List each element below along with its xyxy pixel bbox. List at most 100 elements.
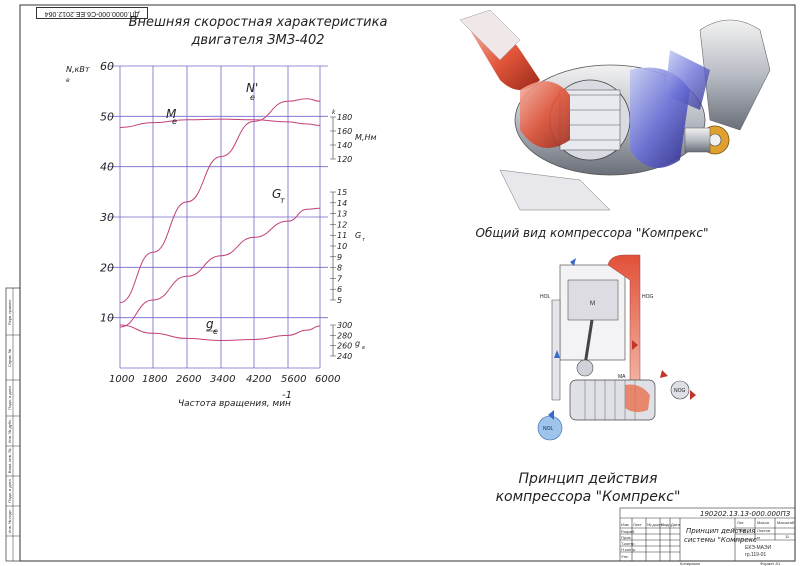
title-block-col-scale: Масштаб <box>777 520 795 525</box>
x-tick-label: 1000 <box>109 374 134 385</box>
y-tick-label-n: 30 <box>100 211 114 224</box>
title-block-role-4: Утв. <box>621 554 629 559</box>
curve-label-g-fuel: G <box>272 187 281 201</box>
curve-label-m-sub: е <box>172 117 177 126</box>
curve-label-m: M <box>166 107 177 121</box>
compressor-cutaway-illustration <box>460 10 771 211</box>
curve-label-g-specific: g <box>206 317 214 331</box>
y-axis-label-g-specific: g <box>355 339 360 348</box>
g-specific-scale-tick-label: 300 <box>337 321 352 330</box>
title-block-group2: гр.119-01 <box>745 552 766 558</box>
g-specific-scale-tick-label: 260 <box>337 342 352 351</box>
g-fuel-scale-tick-label: 12 <box>337 220 347 229</box>
title-block-name-line1: Принцип действия <box>686 527 755 535</box>
title-block-col-mass: Масса <box>757 520 770 525</box>
side-stamp-label: Подп. и дата <box>7 478 12 502</box>
y-axis-sub-g-specific: е <box>362 345 365 351</box>
diagram-label-hog: HOG <box>642 294 654 300</box>
x-tick-label: 6000 <box>315 374 340 385</box>
title-block-header-date: Дата <box>671 522 681 527</box>
curve-label-g-fuel-sub: т <box>280 196 285 205</box>
m-scale-tick-label: 160 <box>337 127 352 136</box>
side-stamp-label: Перв. примен. <box>7 299 12 326</box>
y-tick-label-n: 60 <box>100 60 114 73</box>
title-block-doc-number: 190202.13.13-000.000ПЗ <box>700 510 791 518</box>
title-block-name-line2: системы "Компрекс" <box>684 536 760 544</box>
title-block-header-izm: Изм. <box>621 522 630 527</box>
title-block-copied: Копировал <box>680 561 701 566</box>
caption-principle-line2: компрессора "Компрекс" <box>495 489 681 505</box>
title-block-format: Формат А1 <box>760 561 781 566</box>
y-tick-label-n: 10 <box>100 312 114 325</box>
y-tick-label-n: 40 <box>100 161 114 174</box>
chart-title-line2: двигателя ЗМЗ-402 <box>191 33 325 48</box>
diagram-label-ma: MA <box>618 374 626 380</box>
chart-title: Внешняя скоростная характеристика двигат… <box>128 14 388 50</box>
y-axis-label-g-fuel: G <box>355 231 361 240</box>
caption-principle: Принцип действия компрессора "Компрекс" <box>488 470 688 506</box>
title-block-role-2: Т.контр. <box>621 541 636 546</box>
title-block-role-3: Н.контр. <box>621 547 636 552</box>
side-stamp-label: Справ. № <box>7 349 12 367</box>
title-block-col-lit: Лит. <box>737 520 744 525</box>
title-block-sheet-label: Лист <box>737 528 746 533</box>
g-specific-scale-tick-label: 280 <box>337 331 352 340</box>
g-fuel-scale-tick-label: 14 <box>337 199 347 208</box>
m-scale-tick-label: 140 <box>337 141 352 150</box>
g-fuel-scale-tick-label: 7 <box>337 274 343 283</box>
curve-label-n: N' <box>246 81 258 95</box>
g-specific-scale-tick-label: 240 <box>337 352 352 361</box>
diagram-label-nog: NOG <box>674 388 686 394</box>
g-fuel-scale-tick-label: 5 <box>337 296 342 305</box>
title-block-sheet-count: 11 <box>785 534 790 539</box>
title-block-role-1: Пров. <box>621 535 632 540</box>
diagram-label-nol: NOL <box>543 426 554 432</box>
x-axis-label: Частота вращения, мин <box>178 399 291 409</box>
x-tick-label: 5600 <box>281 374 306 385</box>
diagram-label-hol: HOL <box>540 294 551 300</box>
x-tick-label: 4200 <box>246 374 271 385</box>
title-block-header-doc: № докум. <box>647 522 665 527</box>
series-line-1 <box>119 118 321 128</box>
series-line-0 <box>119 98 321 304</box>
x-tick-label: 2600 <box>176 374 201 385</box>
y-tick-label-n: 50 <box>100 110 114 123</box>
g-fuel-scale-tick-label: 13 <box>337 210 347 219</box>
title-block-sheets-label: Листов <box>757 528 770 533</box>
curve-label-g-specific-sub: е <box>213 327 218 336</box>
title-block-role-0: Разраб. <box>621 529 635 534</box>
g-fuel-scale-tick-label: 8 <box>337 264 342 273</box>
x-axis-label-exponent: -1 <box>282 390 292 401</box>
series-line-3 <box>119 324 321 342</box>
m-scale-tick-label: 180 <box>337 113 352 122</box>
title-block-header-sign: Подп. <box>661 522 672 527</box>
y-axis-sub-m: k <box>332 109 336 116</box>
y-axis-sub-g-fuel: т <box>362 237 366 243</box>
side-stamp-label: Инв. № подл. <box>7 509 12 534</box>
y-axis-label-n: N,кВт <box>66 65 90 74</box>
title-block-group: ЕКЭ-МАЭИ <box>745 545 771 551</box>
g-fuel-scale-tick-label: 11 <box>337 231 347 240</box>
m-scale-tick-label: 120 <box>337 155 352 164</box>
caption-general-view: Общий вид компрессора "Компрекс" <box>475 226 709 240</box>
chart-title-line1: Внешняя скоростная характеристика <box>128 15 388 30</box>
compressor-principle-diagram: M HOL HOG MA NOL NOG <box>537 254 696 441</box>
g-fuel-scale-tick-label: 15 <box>337 188 347 197</box>
g-fuel-scale-tick-label: 6 <box>337 285 342 294</box>
side-stamp-label: Взам. инв. № <box>7 449 12 474</box>
caption-principle-line1: Принцип действия <box>518 471 658 487</box>
title-block-header-list: Лист <box>633 522 642 527</box>
x-tick-label: 1800 <box>142 374 167 385</box>
curve-label-n-sub: е <box>250 93 255 102</box>
side-stamp-label: Инв. № дубл. <box>7 419 12 444</box>
y-axis-sub-n: е <box>66 77 70 84</box>
y-tick-label-n: 20 <box>100 261 114 274</box>
series-line-2 <box>119 207 321 328</box>
g-fuel-scale-tick-label: 9 <box>337 253 342 262</box>
g-fuel-scale-tick-label: 10 <box>337 242 347 251</box>
